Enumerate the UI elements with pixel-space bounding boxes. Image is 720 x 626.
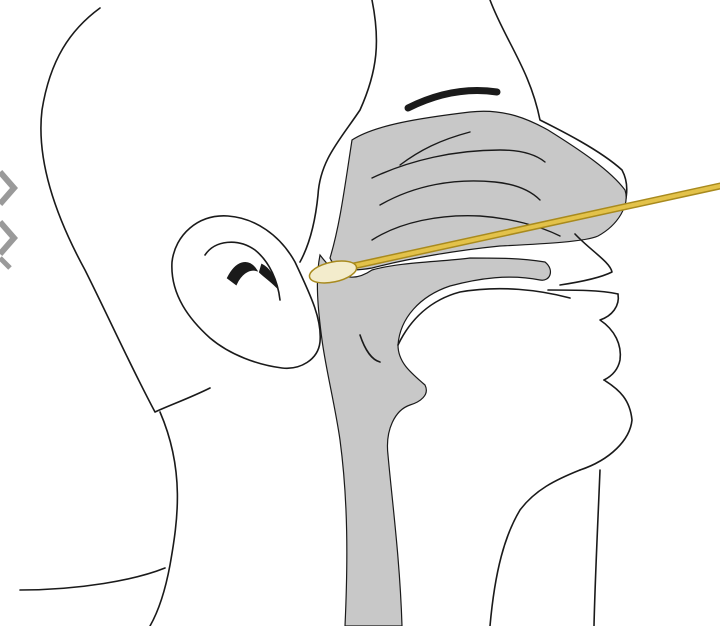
ear (172, 216, 320, 368)
jaw-neck-outline (490, 470, 580, 626)
eyebrow (408, 91, 497, 108)
chin-outline (580, 380, 632, 470)
front-neck-outline (594, 470, 600, 626)
lower-lip-outline (600, 294, 620, 380)
pharynx-airway (317, 255, 550, 626)
mouth-line (548, 290, 618, 294)
left-edge-marks (0, 172, 14, 268)
neck-lower-curve (20, 568, 165, 590)
neck-back-outline (150, 412, 177, 626)
ear-canal-mark (228, 263, 256, 284)
nasal-cavity (330, 111, 626, 270)
ear-outline (172, 216, 320, 368)
head-back-outline (41, 8, 210, 412)
